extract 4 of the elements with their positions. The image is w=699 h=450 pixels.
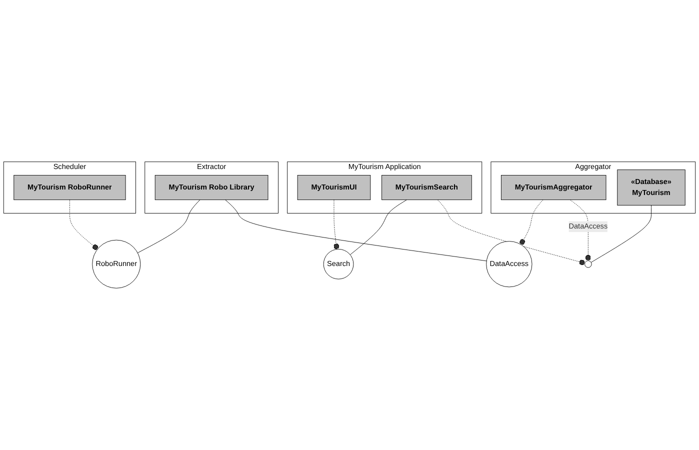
- connector: [590, 205, 652, 263]
- connector: [350, 200, 407, 255]
- node-circle: [584, 260, 592, 268]
- connector: [137, 200, 200, 254]
